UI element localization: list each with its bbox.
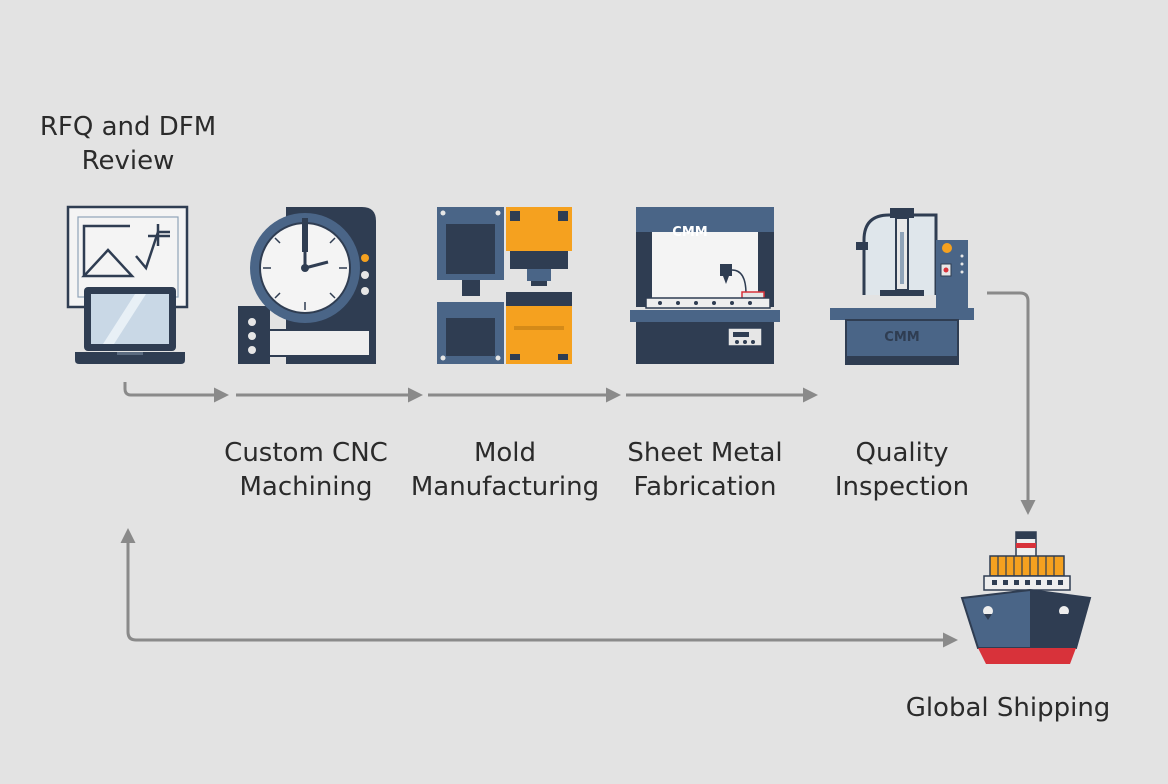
rfq-laptop-icon <box>66 205 189 364</box>
step-label-line: Manufacturing <box>410 472 600 502</box>
step-label-line: Mold <box>473 438 537 468</box>
sheet-metal-logo: CMM <box>672 225 707 240</box>
sheet-metal-machine-icon: CMM <box>630 207 780 364</box>
arrow-return-loop <box>120 528 955 642</box>
flow-arrows <box>120 291 1036 648</box>
step-label-line: Machining <box>239 472 373 502</box>
step-label-quality-inspection: Quality Inspection <box>792 436 1012 504</box>
step-label-line: Global Shipping <box>905 693 1111 723</box>
step-label-custom-cnc-machining: Custom CNC Machining <box>196 436 416 504</box>
arrow-rfq-to-cnc <box>123 382 229 403</box>
mold-press-icon <box>437 207 572 364</box>
step-label-line: Inspection <box>834 472 970 502</box>
step-label-sheet-metal-fabrication: Sheet Metal Fabrication <box>595 436 815 504</box>
step-label-line: Quality <box>855 438 949 468</box>
step-label-line: RFQ and DFM <box>39 112 217 142</box>
step-label-line: Sheet Metal <box>627 438 783 468</box>
step-label-mold-manufacturing: Mold Manufacturing <box>389 436 621 504</box>
cargo-ship-icon <box>960 531 1092 664</box>
cnc-machine-icon <box>238 207 376 364</box>
step-label-line: Fabrication <box>633 472 777 502</box>
inspection-logo: CMM <box>884 330 919 345</box>
step-label-rfq-dfm-review: RFQ and DFM Review <box>18 110 238 178</box>
step-label-line: Custom CNC <box>224 438 388 468</box>
arrow-quality-to-shipping <box>987 291 1036 515</box>
step-label-line: Review <box>81 146 175 176</box>
cmm-inspection-icon: CMM <box>830 208 974 365</box>
step-label-global-shipping: Global Shipping <box>888 691 1128 725</box>
